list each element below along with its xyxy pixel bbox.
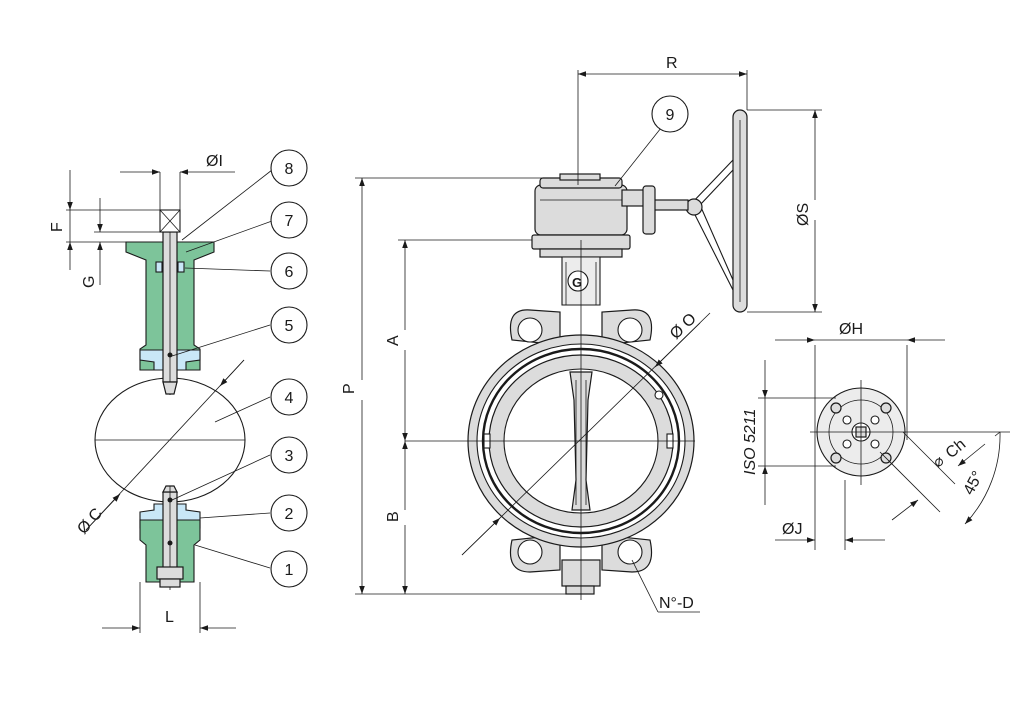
iso-flange-view: ØH ISO 5211 ØJ ⌀ Ch 45° <box>742 321 1010 550</box>
handwheel-arms <box>689 159 734 291</box>
dim-S-label: ØS <box>795 203 812 226</box>
callout-7: 7 <box>270 201 308 239</box>
callout-3: 3 <box>270 436 308 474</box>
svg-text:4: 4 <box>285 390 294 407</box>
svg-text:5: 5 <box>285 318 294 335</box>
dim-L-label: L <box>165 609 174 626</box>
front-view: G R <box>341 55 822 613</box>
callout-8: 8 <box>270 149 308 187</box>
dim-O-label: Ø O <box>667 310 700 343</box>
angle-label: 45° <box>961 469 987 498</box>
callout-6: 6 <box>270 252 308 290</box>
dim-H-label: ØH <box>839 321 863 338</box>
callout-2: 2 <box>270 494 308 532</box>
dim-R-label: R <box>666 55 678 72</box>
dim-P-label: P <box>341 383 358 394</box>
svg-text:2: 2 <box>285 506 294 523</box>
dim-Ch-label: Ch <box>943 436 970 462</box>
dim-F-label: F <box>49 222 66 232</box>
dim-J-label: ØJ <box>782 521 802 538</box>
dim-D-label: N°-D <box>659 595 694 612</box>
svg-text:9: 9 <box>666 107 675 124</box>
callout-9: 9 <box>651 95 689 133</box>
bottom-plug-part-1 <box>156 566 184 580</box>
svg-text:3: 3 <box>285 448 294 465</box>
svg-text:1: 1 <box>285 562 294 579</box>
callout-1: 1 <box>270 550 308 588</box>
svg-text:6: 6 <box>285 264 294 281</box>
iso-label: ISO 5211 <box>742 409 759 475</box>
svg-text:G: G <box>572 275 582 290</box>
dim-G-label: G <box>81 276 98 288</box>
gearbox-part-9 <box>534 184 628 236</box>
dim-B-label: B <box>385 511 402 522</box>
callout-5: 5 <box>270 306 308 344</box>
dim-Ch-prefix: ⌀ <box>930 452 948 471</box>
callout-4: 4 <box>270 378 308 416</box>
dim-A-label: A <box>385 335 402 346</box>
section-view: ØI F G Ø C L <box>49 153 273 633</box>
svg-text:7: 7 <box>285 213 294 230</box>
svg-text:8: 8 <box>285 161 294 178</box>
dim-C-label: Ø C <box>74 505 106 538</box>
dim-I-label: ØI <box>206 153 223 170</box>
